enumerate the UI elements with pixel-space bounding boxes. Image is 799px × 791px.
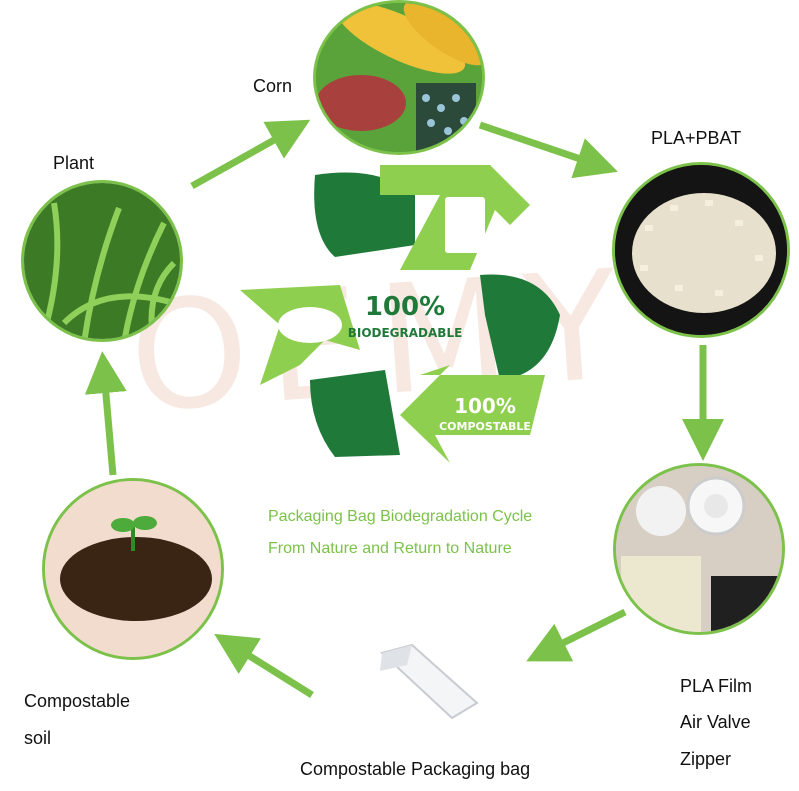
film-valve-illustration [616, 466, 782, 632]
soil-line1: Compostable [24, 691, 131, 711]
arrow-film-to-bag [526, 608, 627, 662]
pla-pellets-image [612, 162, 790, 338]
soil-line2: soil [24, 728, 52, 748]
biodegradable-word: BIODEGRADABLE [348, 326, 463, 340]
arrow-corn-to-pla [478, 121, 618, 179]
pellets-illustration [615, 165, 787, 335]
pla-film-image [613, 463, 785, 635]
biodegradable-pct: 100% [365, 292, 445, 322]
packaging-bag-label: Compostable Packaging bag [300, 759, 531, 779]
arrow-soil-to-plant [84, 351, 127, 476]
plant-label: Plant [53, 153, 95, 173]
arrow-bag-to-soil [214, 633, 314, 698]
corn-label: Corn [253, 76, 293, 96]
compostable-word: COMPOSTABLE [439, 420, 531, 433]
pla-pbat-label: PLA+PBAT [651, 128, 742, 148]
pla-film-line1: PLA Film [680, 676, 753, 696]
air-valve-line: Air Valve [680, 712, 751, 732]
recycle-bottom-arrow [400, 365, 545, 463]
compostable-pct: 100% [454, 394, 516, 418]
arrow-plant-to-corn [190, 119, 311, 190]
zipper-line: Zipper [680, 749, 732, 769]
recycle-right-panel [480, 274, 560, 380]
caption-line1: Packaging Bag Biodegradation Cycle [268, 508, 533, 525]
recycle-bottom-panel [310, 370, 400, 457]
corn-image [313, 0, 485, 155]
packaging-bag-image [379, 643, 479, 720]
corn-illustration [316, 3, 482, 152]
plant-illustration [24, 183, 180, 339]
soil-image [42, 478, 224, 660]
soil-illustration [45, 481, 221, 657]
caption-line2: From Nature and Return to Nature [268, 540, 512, 557]
plant-image [21, 180, 183, 342]
recycle-symbol: 100% BIODEGRADABLE 100% COMPOSTABLE [240, 165, 560, 463]
